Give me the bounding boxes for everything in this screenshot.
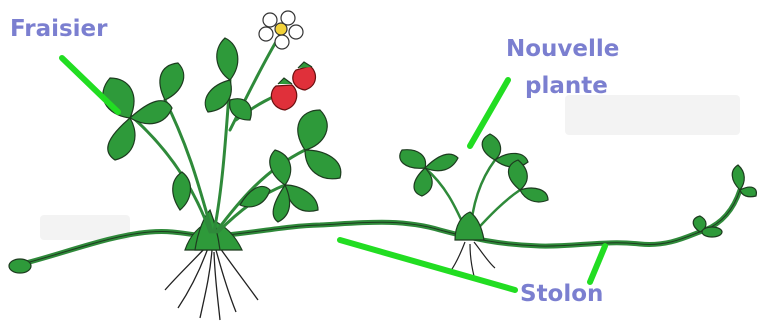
- stolon-sprout: [693, 165, 756, 237]
- label-plante: plante: [525, 75, 608, 98]
- stolon-tip-bud: [9, 259, 31, 273]
- flower-icon: [259, 11, 303, 49]
- main-plant-roots: [165, 248, 258, 320]
- new-plant: [400, 134, 548, 276]
- label-nouvelle: Nouvelle: [506, 38, 619, 61]
- label-fraisier: Fraisier: [10, 18, 108, 41]
- label-stolon: Stolon: [520, 283, 603, 306]
- pointer-stolon-left: [340, 240, 515, 290]
- pointer-stolon-right: [590, 246, 605, 282]
- strawberry-fruit-icon: [271, 62, 315, 110]
